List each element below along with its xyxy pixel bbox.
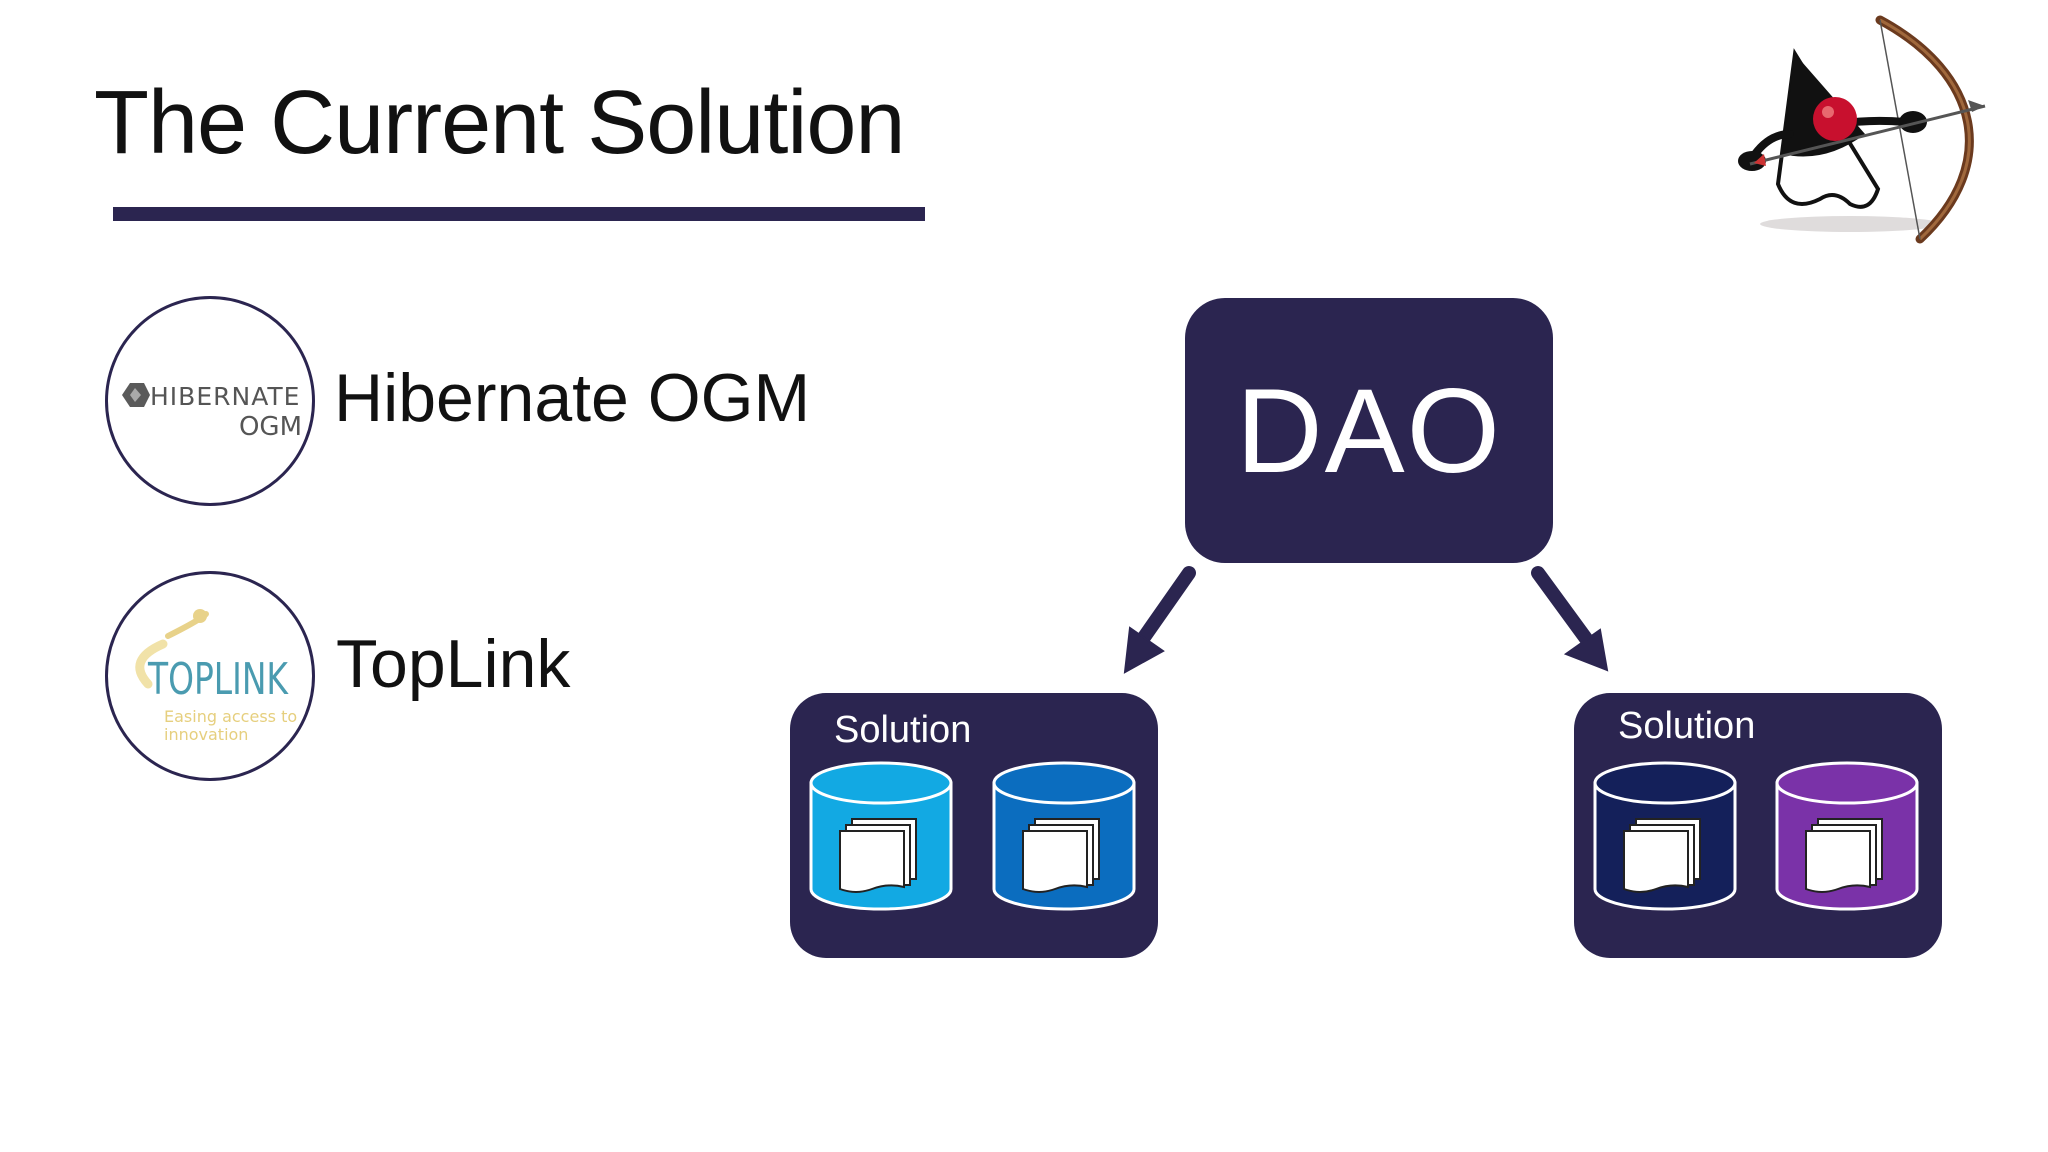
solution-box-right: Solution (1574, 693, 1942, 958)
dao-box: DAO (1185, 298, 1553, 563)
duke-archer-icon (1730, 14, 2000, 244)
toplink-logo-word: TOPLINK (147, 654, 289, 705)
toplink-logo-tagline-2: innovation (164, 725, 248, 744)
solution-label: Solution (1618, 705, 1756, 747)
hibernate-ogm-logo: HIBERNATE OGM (105, 296, 315, 506)
arrow-right (1531, 566, 1609, 672)
ogm-logo-word: OGM (239, 412, 302, 442)
database-icon (808, 761, 954, 911)
database-icon (1592, 761, 1738, 911)
toplink-logo: TOPLINK Easing access to innovation (105, 571, 315, 781)
solution-label: Solution (834, 709, 972, 751)
toplink-label: TopLink (336, 626, 571, 702)
toplink-logo-tagline: Easing access to (164, 707, 297, 726)
arrow-left (1123, 566, 1196, 674)
hibernate-ogm-label: Hibernate OGM (334, 360, 811, 436)
dao-label: DAO (1235, 363, 1503, 498)
hibernate-hexagon-icon (122, 383, 150, 407)
hibernate-logo-word: HIBERNATE (150, 382, 300, 411)
solution-box-left: Solution (790, 693, 1158, 958)
database-icon (991, 761, 1137, 911)
slide-title: The Current Solution (94, 73, 905, 173)
database-icon (1774, 761, 1920, 911)
toplink-figure-icon (135, 609, 209, 689)
title-underline (113, 207, 925, 221)
